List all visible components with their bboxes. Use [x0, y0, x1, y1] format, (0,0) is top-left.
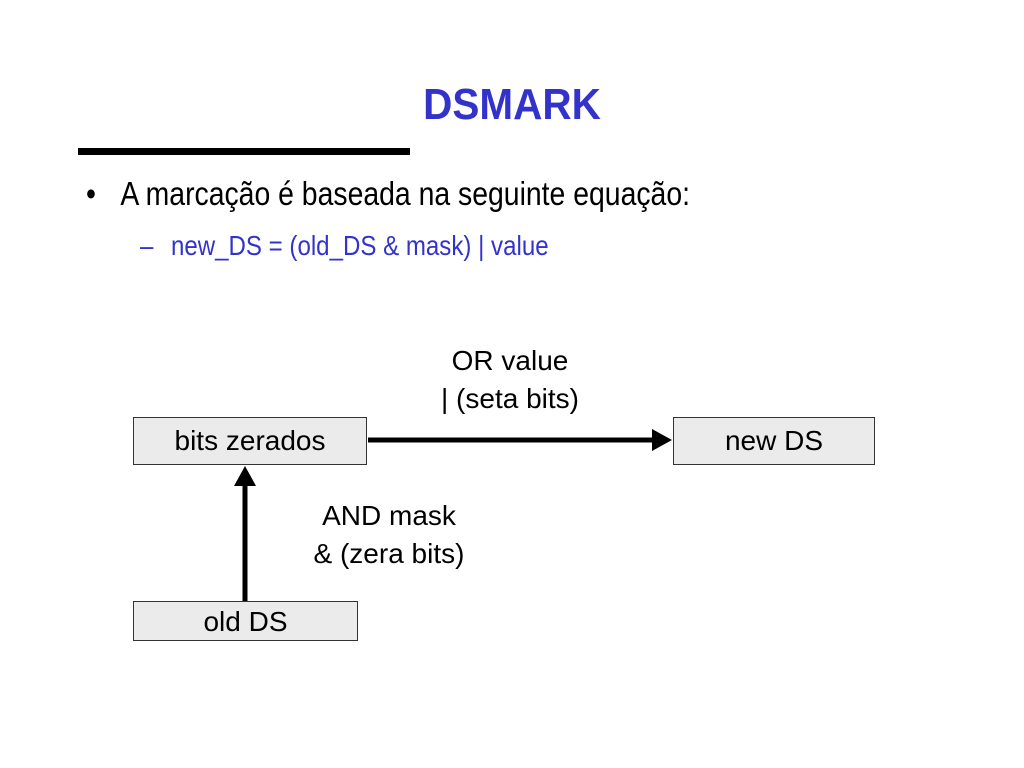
bullet-text: A marcação é baseada na seguinte equação…	[120, 175, 691, 212]
old-ds-box: old DS	[133, 601, 358, 641]
and-mask-arrowhead	[234, 466, 256, 486]
sub-bullet-marker: –	[140, 230, 154, 261]
bullet-marker: •	[86, 175, 96, 212]
and-mask-line-2: & (zera bits)	[313, 538, 465, 569]
or-value-line-2: | (seta bits)	[441, 383, 579, 414]
new-ds-label: new DS	[724, 425, 824, 456]
equation-text: new_DS = (old_DS & mask) | value	[170, 230, 549, 261]
and-mask-line-1: AND mask	[322, 500, 456, 531]
or-value-arrowhead	[652, 429, 672, 451]
or-value-label: OR value | (seta bits)	[410, 342, 610, 418]
old-ds-label: old DS	[203, 606, 288, 637]
or-value-line-1: OR value	[451, 345, 569, 376]
sub-bullet-item: –new_DS = (old_DS & mask) | value	[140, 228, 549, 264]
slide-title: DSMARK	[423, 80, 601, 129]
bits-zerados-box: bits zerados	[133, 417, 367, 465]
and-mask-label: AND mask & (zera bits)	[286, 497, 492, 573]
bits-zerados-label: bits zerados	[174, 425, 326, 456]
title-underline	[78, 148, 410, 155]
bullet-item: • A marcação é baseada na seguinte equaçã…	[86, 172, 690, 216]
new-ds-box: new DS	[673, 417, 875, 465]
